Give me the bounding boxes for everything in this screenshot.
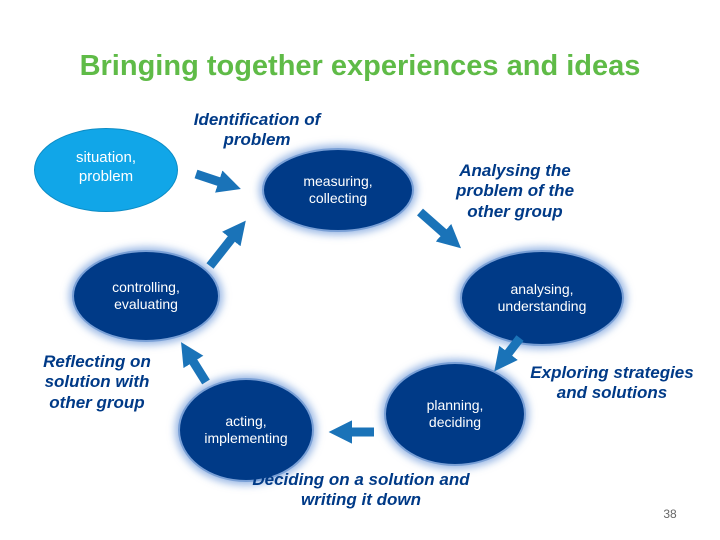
cycle-node-measuring-label: measuring, collecting [303,172,373,207]
slide-title: Bringing together experiences and ideas [79,50,641,82]
note-identification: Identification of problem [193,110,321,150]
arrow-measuring-to-analysing [417,208,462,249]
arrow-controlling-to-measuring [206,220,246,269]
cycle-node-planning-label: planning, deciding [426,396,484,431]
arrow-analysing-to-planning [494,335,524,372]
cycle-node-controlling: controlling, evaluating [72,250,220,342]
start-node-situation: situation, problem [34,128,178,212]
note-exploring: Exploring strategies and solutions [530,363,694,403]
cycle-node-planning: planning, deciding [384,362,526,466]
arrow-acting-to-controlling [181,342,210,385]
cycle-node-controlling-label: controlling, evaluating [112,278,180,313]
page-number: 38 [663,507,677,521]
cycle-node-acting-label: acting, implementing [204,412,288,447]
note-reflecting: Reflecting on solution with other group [43,352,151,412]
cycle-node-measuring: measuring, collecting [262,148,414,232]
cycle-node-analysing-label: analysing, understanding [497,280,587,315]
cycle-node-analysing: analysing, understanding [460,250,624,346]
start-node-label: situation, problem [75,149,137,185]
note-deciding: Deciding on a solution and writing it do… [252,470,470,510]
cycle-node-acting: acting, implementing [178,378,314,482]
arrow-start-to-measuring [194,169,241,193]
note-analysing-other-group: Analysing the problem of the other group [455,161,575,221]
